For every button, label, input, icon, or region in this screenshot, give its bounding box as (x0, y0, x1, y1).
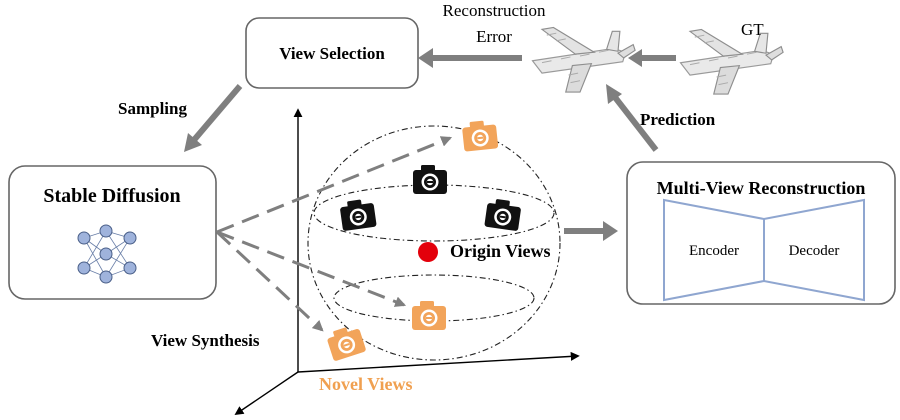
mvr-box: Multi-View Reconstruction Encoder Decode… (626, 161, 896, 305)
camera-icon (339, 197, 377, 232)
error-arrowhead (418, 48, 433, 68)
prediction-arrowhead (606, 84, 622, 104)
view-synthesis-arrows (215, 136, 453, 332)
stable-diffusion-label: Stable Diffusion (43, 185, 180, 207)
origin-views-label: Origin Views (450, 241, 551, 261)
sampling-arrow (191, 84, 243, 142)
view-selection-label: View Selection (279, 44, 385, 63)
prediction-arrow (611, 94, 659, 152)
origin-dot (418, 242, 438, 262)
view-synthesis-label: View Synthesis (151, 331, 260, 350)
prediction-label: Prediction (640, 110, 716, 129)
gt-airplane-icon (679, 28, 784, 95)
to-mvr-arrowhead (603, 221, 618, 241)
camera-icon (461, 119, 499, 152)
axes (234, 108, 580, 416)
reconstruction-label: Reconstruction (443, 1, 546, 20)
mvr-label: Multi-View Reconstruction (657, 178, 866, 198)
sampling-arrowhead (184, 133, 202, 152)
encoder-label: Encoder (689, 243, 739, 259)
novel-views-label: Novel Views (319, 374, 413, 394)
camera-icon (484, 197, 522, 232)
sampling-label: Sampling (118, 99, 187, 118)
view-selection-box: View Selection (245, 17, 419, 89)
gt-label: GT (741, 20, 764, 39)
camera-icon (413, 165, 447, 194)
neural-network-icon (77, 224, 137, 284)
camera-icon (325, 323, 367, 362)
camera-icon (412, 301, 446, 330)
decoder-label: Decoder (789, 243, 840, 259)
error-label: Error (476, 27, 512, 46)
stable-diffusion-box: Stable Diffusion (8, 165, 217, 300)
voxel-airplane-icon (531, 26, 636, 93)
gt-arrowhead (628, 49, 642, 67)
